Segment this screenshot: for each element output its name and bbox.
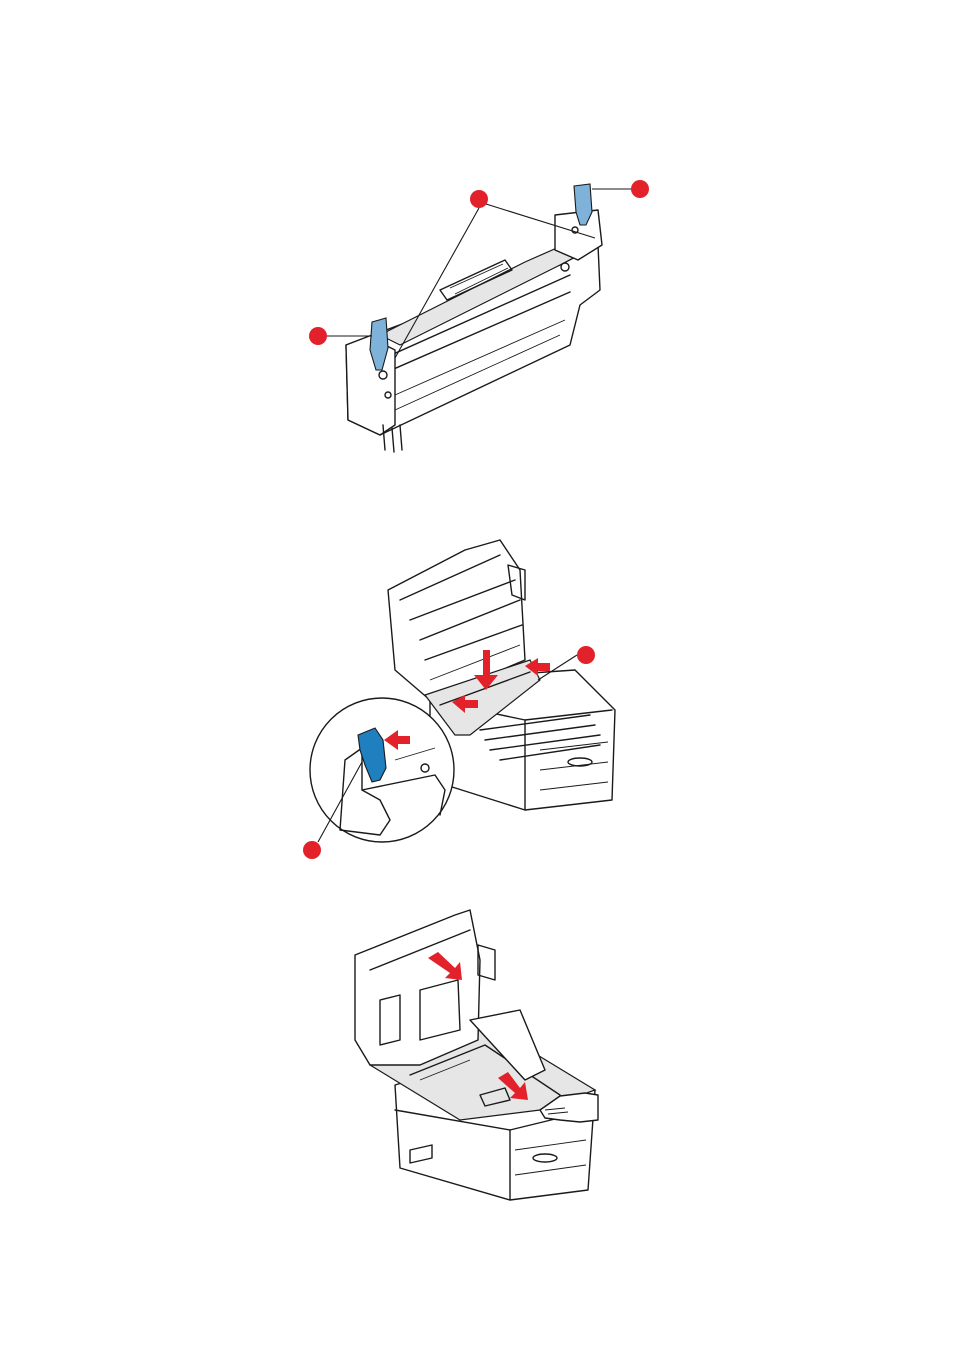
- red-direction-arrow-close-top: [428, 952, 462, 980]
- callout-marker-lever: [303, 841, 321, 859]
- fuser-install-illustration: [0, 530, 954, 860]
- callout-marker-right: [631, 180, 649, 198]
- scanner-unit-2: [354, 909, 481, 1066]
- fuser-unit-illustration: [0, 170, 954, 460]
- right-lock-lever-icon: [573, 183, 593, 226]
- callout-marker-left: [309, 327, 327, 345]
- left-lock-lever-icon: [369, 317, 389, 371]
- fuser-unit-drawing: [309, 180, 649, 453]
- close-cover-drawing: [354, 909, 599, 1201]
- scanner-unit: [387, 539, 526, 701]
- red-direction-arrow-down: [474, 650, 498, 690]
- red-direction-arrow-inset: [384, 730, 410, 750]
- red-direction-arrow-left: [452, 695, 478, 713]
- close-cover-illustration: [0, 900, 954, 1210]
- blue-lock-lever-icon: [357, 727, 387, 783]
- callout-marker-fuser: [577, 646, 595, 664]
- fuser-install-drawing: [303, 539, 616, 859]
- red-direction-arrow-right: [525, 658, 550, 676]
- callout-marker-top: [470, 190, 488, 208]
- hand-icon: [539, 1092, 599, 1123]
- red-direction-arrow-close-cover: [498, 1072, 528, 1100]
